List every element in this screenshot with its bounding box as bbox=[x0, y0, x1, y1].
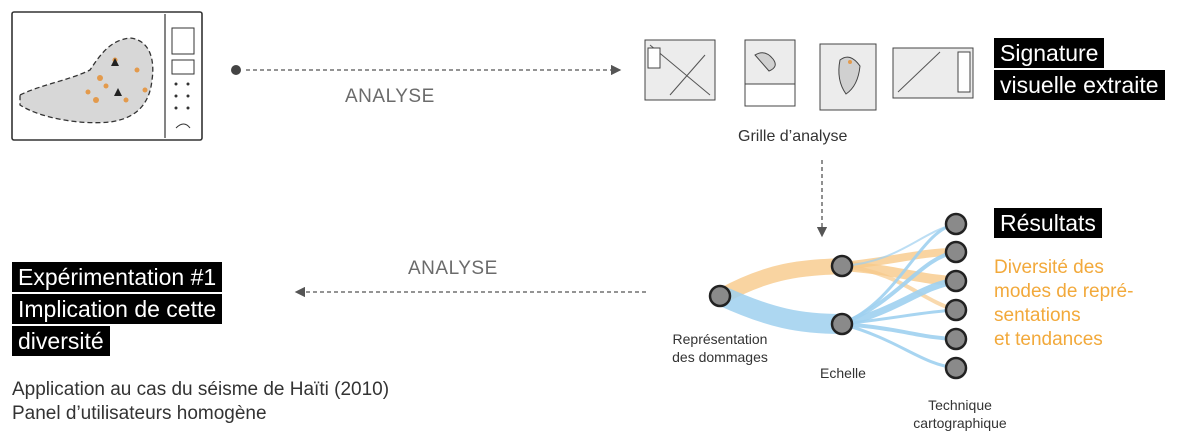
experiment-title: Expérimentation #1 Implication de cette … bbox=[12, 262, 223, 356]
flow-damage-orange bbox=[714, 258, 850, 304]
signature-title-line-1: Signature bbox=[994, 38, 1105, 68]
thumbnail-4 bbox=[892, 47, 974, 99]
results-text-line-3: sentations bbox=[994, 305, 1081, 326]
node-technique-5 bbox=[944, 327, 968, 351]
top-arrow-label: ANALYSE bbox=[345, 86, 435, 107]
node-technique-3 bbox=[944, 269, 968, 293]
thumbnail-1 bbox=[644, 39, 716, 101]
node-label-technique: Technique cartographique bbox=[900, 396, 1020, 432]
flow-damage-blue bbox=[712, 286, 852, 334]
node-technique-2 bbox=[944, 240, 968, 264]
node-label-damage-line-2: des dommages bbox=[672, 349, 768, 365]
experiment-title-line-1: Expérimentation #1 bbox=[12, 262, 223, 292]
bottom-arrow-label: ANALYSE bbox=[408, 258, 498, 279]
results-text-line-1: Diversité des bbox=[994, 257, 1104, 278]
node-technique-6 bbox=[944, 356, 968, 380]
results-title-text: Résultats bbox=[994, 208, 1102, 238]
node-scale-upper bbox=[830, 254, 854, 278]
node-label-technique-line-2: cartographique bbox=[913, 415, 1007, 431]
signature-title: Signature visuelle extraite bbox=[994, 38, 1165, 100]
results-text-line-4: et tendances bbox=[994, 329, 1103, 350]
node-damage bbox=[708, 284, 732, 308]
sketch-ball-icon bbox=[231, 65, 241, 75]
experiment-description: Application au cas du séisme de Haïti (2… bbox=[12, 378, 389, 426]
description-line-1: Application au cas du séisme de Haïti (2… bbox=[12, 379, 390, 400]
results-text-line-2: modes de repré- bbox=[994, 281, 1134, 302]
node-label-damage-line-1: Représentation bbox=[672, 331, 768, 347]
node-scale-lower bbox=[830, 312, 854, 336]
node-label-technique-line-1: Technique bbox=[928, 397, 992, 413]
node-technique-1 bbox=[944, 212, 968, 236]
experiment-title-line-3: diversité bbox=[12, 326, 110, 356]
grid-caption: Grille d’analyse bbox=[738, 128, 848, 145]
signature-title-line-2: visuelle extraite bbox=[994, 70, 1165, 100]
results-title: Résultats bbox=[994, 208, 1102, 238]
description-line-2: Panel d’utilisateurs homogène bbox=[12, 403, 267, 424]
node-label-damage: Représentation des dommages bbox=[650, 330, 790, 366]
analysis-grid-thumbnails bbox=[644, 39, 974, 111]
experiment-title-line-2: Implication de cette bbox=[12, 294, 223, 324]
node-technique-4 bbox=[944, 298, 968, 322]
thumbnail-2 bbox=[744, 39, 796, 107]
results-text: Diversité des modes de repré- sentations… bbox=[994, 256, 1133, 352]
network-nodes bbox=[708, 212, 968, 380]
node-label-scale: Echelle bbox=[820, 365, 866, 381]
thumbnail-3 bbox=[819, 43, 877, 111]
map-sketch bbox=[11, 11, 203, 141]
